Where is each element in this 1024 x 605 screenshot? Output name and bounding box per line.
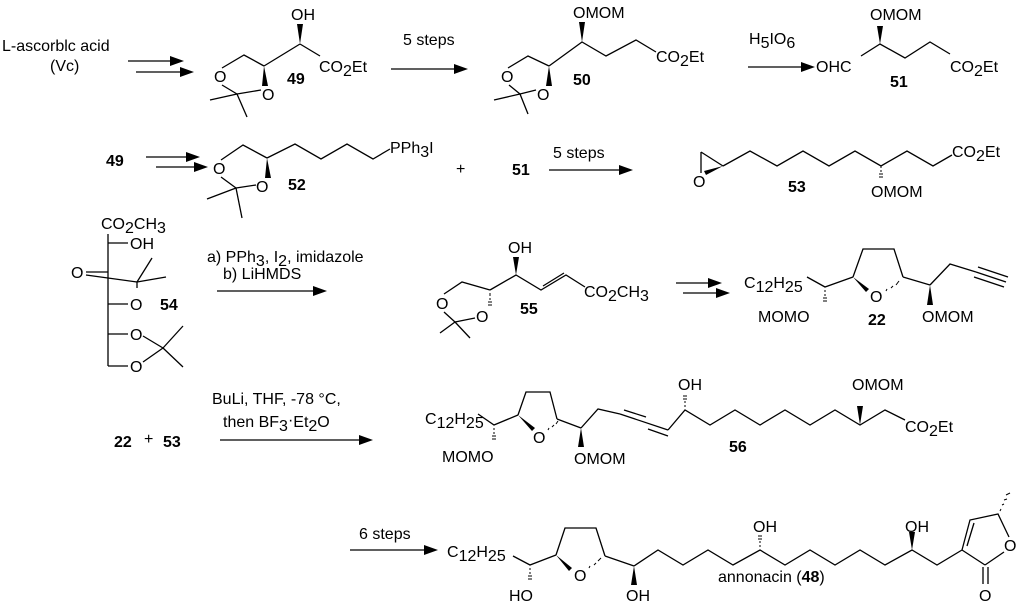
omom2-56: OMOM (852, 377, 904, 394)
annonacin-name: annonacin (48) (718, 569, 825, 586)
reagent-6-steps: 6 steps (359, 526, 411, 543)
carbonyl-o-48: O (979, 588, 991, 605)
ester-50: CO2Et (656, 49, 705, 70)
multistep-arrow-to-49 (128, 56, 194, 77)
reagent-a: a) PPh3, I2, imidazole (207, 249, 364, 270)
atom-o: O (213, 161, 225, 178)
ester-54: CO2CH3 (101, 216, 166, 237)
arrow-to-56: BuLi, THF, -78 °C, then BF3·Et2O (212, 391, 373, 445)
compound-51: OHC OMOM CO2Et 51 (816, 7, 999, 91)
compound-label-50: 50 (573, 72, 591, 89)
ring-o-56: O (533, 430, 545, 447)
compound-54: CO2CH3 OH O O 54 O O (71, 216, 184, 376)
oh-49: OH (291, 7, 315, 24)
atom-o: O (130, 327, 142, 344)
row2-start: 49 (106, 152, 208, 172)
ester-53: CO2Et (952, 144, 1001, 165)
compound-label-54: 54 (160, 297, 178, 314)
coupling-reactants: 22 + 53 (114, 431, 181, 451)
oh3-48: OH (905, 519, 929, 536)
arrow-50-to-51: H5IO6 (748, 31, 815, 72)
atom-o: O (537, 87, 549, 104)
oh-54: OH (130, 236, 154, 253)
atom-o: O (262, 87, 274, 104)
omom-51: OMOM (870, 7, 922, 24)
compound-22: C12H25 MOMO O OMOM 22 (744, 248, 1009, 329)
chain-22: C12H25 (744, 275, 803, 296)
compound-label-53: 53 (788, 179, 806, 196)
aldehyde-51: OHC (816, 59, 852, 76)
compound-ref-49: 49 (106, 153, 124, 170)
reagent-5-steps: 5 steps (403, 32, 455, 49)
atom-o: O (130, 359, 142, 376)
compound-label-49: 49 (287, 71, 305, 88)
ketone-o-54: O (71, 265, 83, 282)
atom-o: O (476, 309, 488, 326)
compound-56: C12H25 MOMO O OMOM OH OMOM CO2Et 56 (425, 377, 954, 468)
omom-50: OMOM (573, 5, 625, 22)
phosphonium-52: PPh3I (390, 140, 434, 161)
atom-o: O (436, 296, 448, 313)
oh-56: OH (678, 377, 702, 394)
atom-o: O (256, 179, 268, 196)
ester-51: CO2Et (950, 59, 999, 80)
momo-22: MOMO (758, 309, 810, 326)
compound-label-52: 52 (288, 177, 306, 194)
omom1-56: OMOM (574, 451, 626, 468)
epoxide-o-53: O (693, 174, 705, 191)
atom-o: O (501, 69, 513, 86)
chain-48: C12H25 (447, 544, 506, 565)
arrow-54-to-55: a) PPh3, I2, imidazole b) LiHMDS (207, 249, 364, 296)
oh1-48: OH (626, 588, 650, 605)
atom-o: O (130, 297, 142, 314)
ho-48: HO (509, 588, 533, 605)
reagent-b: b) LiHMDS (223, 266, 301, 283)
compound-ref-22: 22 (114, 434, 132, 451)
chain-56: C12H25 (425, 411, 484, 432)
multistep-arrow-55-to-22 (676, 278, 730, 298)
omom-53: OMOM (871, 184, 923, 201)
compound-49: O O OH CO2Et 49 (209, 7, 368, 118)
compound-53: O OMOM CO2Et 53 (693, 144, 1001, 201)
compound-label-56: 56 (729, 439, 747, 456)
compound-label-22: 22 (868, 312, 886, 329)
oh-55: OH (508, 240, 532, 257)
reagent-coupling-line1: BuLi, THF, -78 °C, (212, 391, 341, 408)
compound-ref-51: 51 (512, 162, 530, 179)
start-material-abbrev: (Vc) (50, 58, 79, 75)
reagent-coupling-line2: then BF3·Et2O (223, 412, 330, 435)
start-material-name: L-ascorblc acid (2, 38, 110, 55)
ester-55: CO2CH3 (584, 284, 649, 305)
omom-22: OMOM (922, 309, 974, 326)
ester-56: CO2Et (905, 419, 954, 440)
arrow-49-to-50: 5 steps (391, 32, 468, 74)
plus-sign: + (456, 161, 465, 178)
arrow-to-48: 6 steps (350, 526, 438, 555)
lactone-o-48: O (1004, 538, 1016, 555)
reagent-periodic-acid: H5IO6 (749, 31, 795, 52)
compound-55: O O OH CO2CH3 55 (436, 240, 649, 339)
atom-o: O (214, 69, 226, 86)
compound-52: O O PPh3I 52 (206, 140, 434, 219)
compound-ref-53: 53 (163, 434, 181, 451)
compound-label-55: 55 (520, 301, 538, 318)
momo-56: MOMO (442, 449, 494, 466)
oh2-48: OH (753, 519, 777, 536)
start-material: L-ascorblc acid (Vc) (2, 38, 110, 75)
ester-49: CO2Et (319, 59, 368, 80)
compound-50: O O OMOM CO2Et 50 (493, 5, 705, 115)
compound-48-annonacin: C12H25 HO O OH OH OH O O (447, 492, 1016, 605)
coupling-plus: + (144, 431, 153, 448)
ring-o-22: O (870, 289, 882, 306)
arrow-to-53: 5 steps (549, 145, 633, 175)
ring-o-48: O (574, 568, 586, 585)
reagent-5-steps-2: 5 steps (553, 145, 605, 162)
compound-label-51: 51 (890, 74, 908, 91)
